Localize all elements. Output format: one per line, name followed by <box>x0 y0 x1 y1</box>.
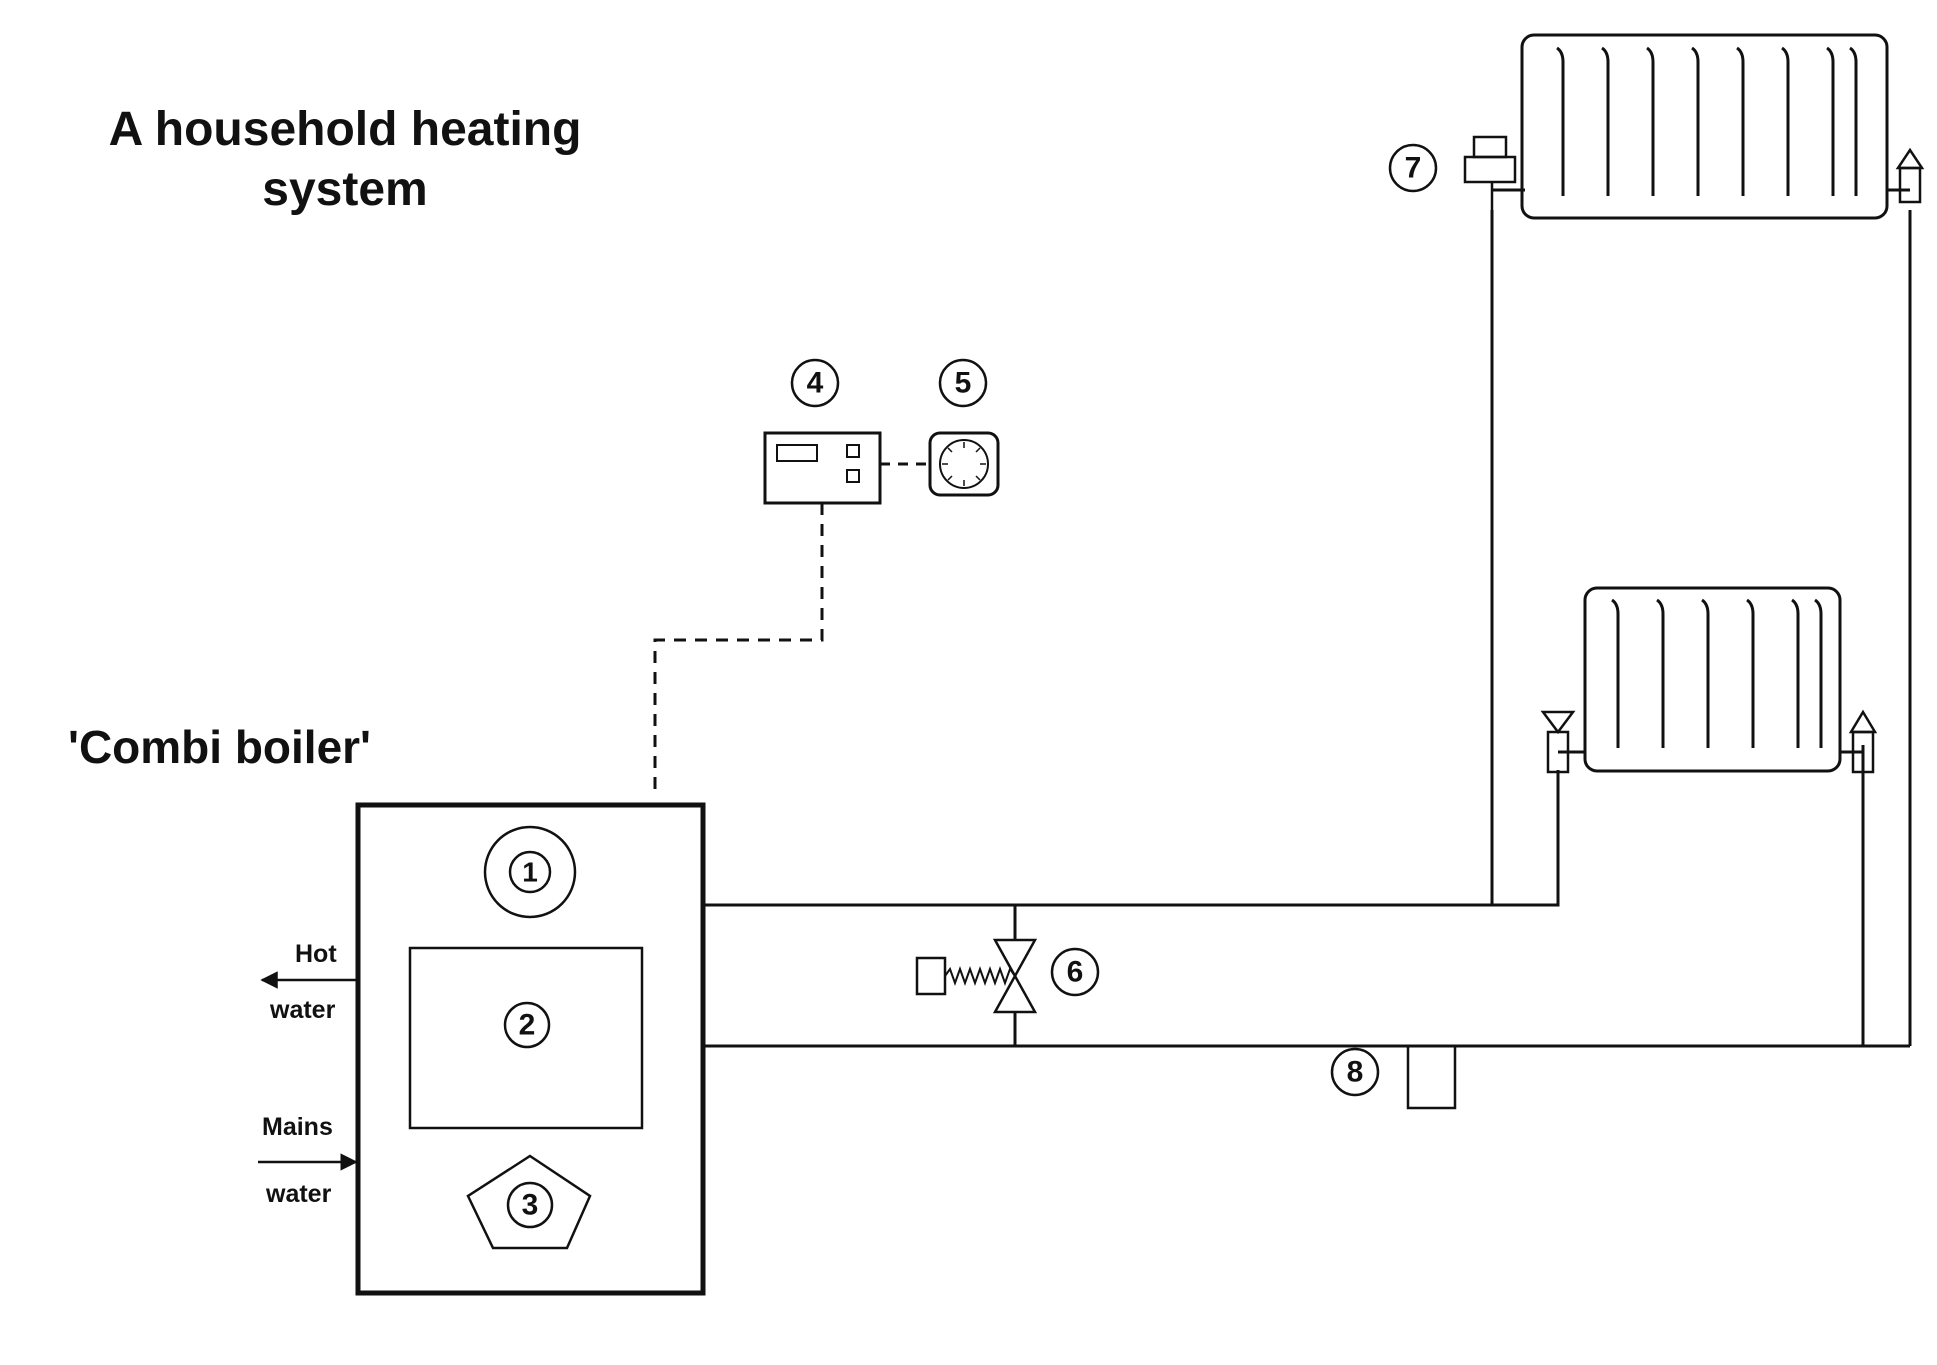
marker-8: 8 <box>1347 1056 1364 1089</box>
hot-water-label-bottom: water <box>270 996 336 1024</box>
marker-ring-8 <box>1330 1047 1380 1097</box>
programmer-button-top <box>846 444 860 458</box>
mains-water-label-top: Mains <box>262 1113 333 1141</box>
hot-water-label-top: Hot <box>295 940 337 968</box>
marker-5: 5 <box>955 367 972 400</box>
programmer-box <box>763 431 882 505</box>
lower-radiator <box>1583 586 1842 773</box>
programmer-display <box>776 444 818 462</box>
trv-head <box>1472 135 1508 159</box>
lower-radiator-fins <box>1611 598 1823 748</box>
lower-radiator-outlet-body <box>1851 730 1875 774</box>
bypass-valve-upper <box>992 938 1038 979</box>
burner-pentagon <box>466 1154 592 1250</box>
marker-3: 3 <box>522 1189 539 1222</box>
marker-6: 6 <box>1067 956 1084 989</box>
upper-lockshield-body <box>1898 166 1922 204</box>
marker-numbers: 1 2 3 4 5 6 7 8 <box>519 152 1422 1222</box>
marker-ring-5 <box>938 358 988 408</box>
marker-ring-1-outer <box>483 825 577 919</box>
trv-body <box>1463 155 1517 184</box>
diagram-title: A household heating system <box>108 103 582 216</box>
marker-1: 1 <box>522 857 538 888</box>
thermostat-box <box>928 431 1000 497</box>
marker-7: 7 <box>1405 152 1422 185</box>
lower-radiator-inlet-valve <box>1540 710 1576 735</box>
thermostat-dial <box>939 439 989 489</box>
drain-box <box>1406 1046 1457 1110</box>
marker-4: 4 <box>807 367 824 400</box>
marker-ring-4 <box>790 358 840 408</box>
mains-water-label-bottom: water <box>266 1180 332 1208</box>
thermostat-dial-ticks <box>942 442 986 486</box>
valve-actuator <box>915 956 947 996</box>
heat-exchanger-box <box>408 946 644 1130</box>
combi-boiler-box <box>355 802 706 1296</box>
marker-2: 2 <box>519 1009 536 1042</box>
marker-ring-7 <box>1388 143 1438 193</box>
lower-radiator-flow-pipe <box>1492 770 1560 907</box>
marker-ring-6 <box>1050 947 1100 997</box>
lower-radiator-outlet-valve <box>1848 709 1878 734</box>
marker-ring-3 <box>506 1181 554 1229</box>
lower-radiator-inlet-body <box>1546 730 1570 774</box>
bypass-valve-lower <box>992 973 1038 1014</box>
upper-radiator <box>1520 33 1889 220</box>
upper-lockshield-valve <box>1895 147 1925 170</box>
boiler-control-wire <box>653 503 824 790</box>
valve-spring <box>944 966 1016 986</box>
upper-radiator-fins <box>1556 46 1858 196</box>
boiler-caption: 'Combi boiler' <box>68 721 371 773</box>
marker-ring-2 <box>503 1001 551 1049</box>
programmer-button-bottom <box>846 469 860 483</box>
marker-ring-1 <box>508 850 552 894</box>
